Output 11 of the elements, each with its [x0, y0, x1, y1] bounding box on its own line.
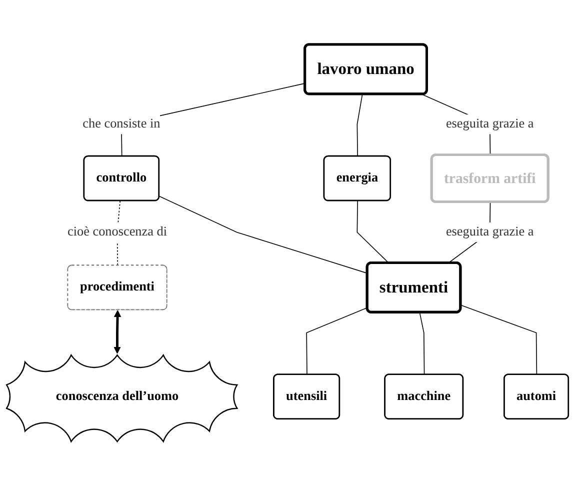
edge-label: che consiste in [82, 116, 160, 131]
edge-label: eseguita grazie a [446, 116, 534, 131]
connector [419, 312, 425, 376]
connector [306, 307, 368, 376]
edge-label: cioè conoscenza di [67, 224, 168, 239]
arrow [114, 310, 122, 354]
connector [158, 196, 368, 274]
connector [356, 94, 363, 157]
edge-label: eseguita grazie a [446, 224, 534, 239]
connector [356, 200, 390, 264]
connector [460, 304, 538, 376]
